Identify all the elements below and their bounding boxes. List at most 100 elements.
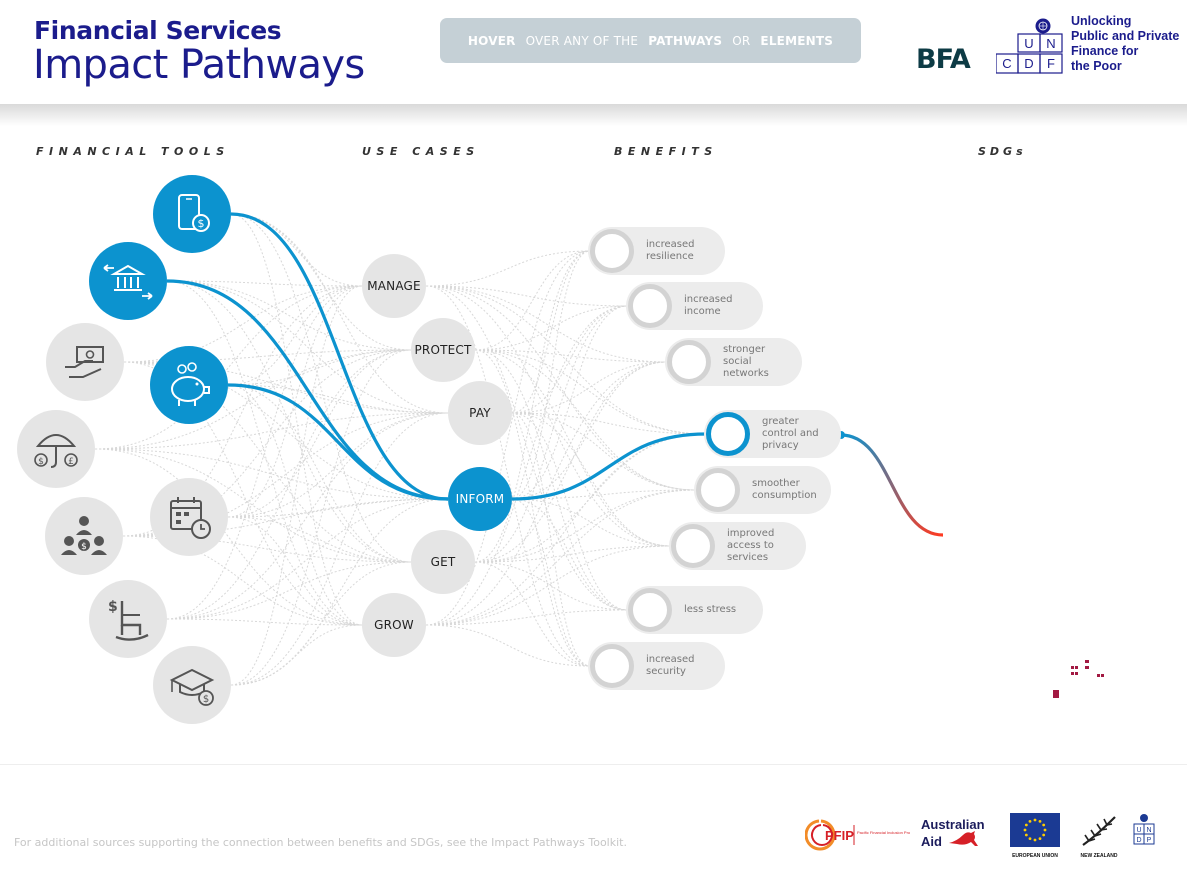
bfa-logo[interactable]: BFA [916, 44, 971, 75]
insurance-umbrella-icon: $ £ [34, 434, 78, 468]
book-icon [1102, 390, 1156, 426]
tool-scheduled-payments[interactable] [150, 478, 228, 556]
sdg-3-good-health[interactable]: 3 GOOD HEALTH AND WELL-BEING [943, 350, 1034, 441]
faint-pathway [511, 250, 591, 414]
use-case-inform[interactable]: INFORM [448, 467, 512, 531]
hint-hover: HOVER [467, 33, 516, 48]
faint-pathway [166, 280, 363, 287]
faint-pathway [425, 250, 591, 626]
benefit-increased-security[interactable]: increased security [588, 642, 725, 690]
benefit-ring [667, 340, 711, 384]
faint-pathway [474, 489, 697, 563]
sdg-5-gender-equality[interactable]: 5 GENDER EQUALITY [943, 483, 1034, 574]
tool-cash-payment[interactable] [46, 323, 124, 401]
use-case-grow[interactable]: GROW [362, 593, 426, 657]
benefit-label: greater control and privacy [762, 416, 819, 452]
faint-pathway [511, 250, 591, 500]
faint-pathway [166, 349, 412, 620]
tool-savings[interactable] [150, 346, 228, 424]
bank-transfer-icon [103, 264, 153, 300]
benefit-label-line: resilience [646, 251, 694, 262]
tool-education-loan[interactable]: $ [153, 646, 231, 724]
uncdf-logo[interactable]: U N C D F [996, 18, 1064, 74]
faint-pathway [474, 561, 591, 667]
page-title-line1: Financial Services [34, 16, 282, 45]
faint-pathway [230, 561, 412, 686]
sdg-11-sustainable-cities[interactable]: 11 SUSTAINABLE CITIES AND COMMUNITIES [1030, 616, 1122, 707]
use-case-pay[interactable]: PAY [448, 381, 512, 445]
faint-pathway [166, 280, 363, 626]
tool-pension[interactable]: $ [89, 580, 167, 658]
faint-pathway [227, 349, 412, 386]
faint-pathway [166, 412, 449, 620]
hint-pathways: PATHWAYS [648, 33, 723, 48]
svg-text:$: $ [108, 599, 118, 615]
faint-pathway [227, 384, 449, 414]
faint-pathway [474, 349, 591, 667]
benefit-label-line: increased [684, 294, 733, 305]
svg-text:N: N [1146, 827, 1151, 834]
faint-pathway [230, 498, 449, 686]
benefit-label-line: increased [646, 654, 695, 665]
faint-pathway [230, 349, 412, 686]
benefit-ring [706, 412, 750, 456]
sdg-2-zero-hunger[interactable]: 2 ZERO HUNGER [1030, 216, 1121, 307]
uncdf-tagline-line: Public and Private [1071, 29, 1180, 43]
svg-text:PFIP: PFIP [825, 828, 854, 843]
calendar-clock-icon [170, 497, 211, 539]
benefit-label-line: greater [762, 416, 799, 427]
faint-pathway [94, 349, 412, 450]
faint-pathway [474, 305, 629, 563]
faint-pathway [474, 349, 668, 363]
sdg-4-quality-education[interactable]: 4 QUALITY EDUCATION [1080, 350, 1171, 441]
european-union-logo[interactable]: EUROPEAN UNION [1010, 813, 1060, 859]
faint-pathway [425, 285, 629, 611]
footer-divider [0, 764, 1187, 765]
tool-group-savings[interactable]: $ [45, 497, 123, 575]
tool-insurance[interactable]: $ £ [17, 410, 95, 488]
undp-logo[interactable]: U N D P [1133, 813, 1155, 855]
tool-mobile-money[interactable]: $ [153, 175, 231, 253]
svg-text:£: £ [68, 457, 74, 467]
bowl-icon [1054, 253, 1098, 290]
sdg-7-clean-energy[interactable]: 7 AFFORDABLE AND CLEAN ENERGY [893, 616, 984, 707]
benefit-greater-control-and-privacy[interactable]: greater control and privacy [704, 410, 841, 458]
tool-bank-transfer[interactable] [89, 242, 167, 320]
new-zealand-logo[interactable]: NEW ZEALAND [1077, 813, 1121, 859]
benefit-less-stress[interactable]: less stress [626, 586, 763, 634]
water-drop-icon [1110, 523, 1142, 563]
use-case-protect[interactable]: PROTECT [411, 318, 475, 382]
hint-elements: ELEMENTS [760, 33, 834, 48]
education-loan-icon: $ [169, 668, 215, 706]
benefit-stronger-social-networks[interactable]: stronger social networks [665, 338, 802, 386]
svg-text:P: P [1147, 837, 1152, 844]
faint-pathway [474, 250, 591, 563]
svg-text:D: D [1024, 56, 1033, 71]
use-case-get[interactable]: GET [411, 530, 475, 594]
benefit-increased-income[interactable]: increased income [626, 282, 763, 330]
use-case-manage[interactable]: MANAGE [362, 254, 426, 318]
benefit-smoother-consumption[interactable]: smoother consumption [694, 466, 831, 514]
faint-pathway [425, 285, 672, 547]
uncdf-tagline-line: Finance for [1071, 44, 1139, 58]
sdg-1-no-poverty[interactable]: 1 NO POVERTY [893, 216, 984, 307]
aus-aid-line2: Aid [921, 834, 942, 849]
benefit-label-line: control and [762, 428, 819, 439]
faint-pathway [122, 412, 449, 537]
faint-pathway [230, 213, 449, 414]
benefit-label-line: social [723, 356, 752, 367]
sdg-number: 3 [951, 356, 967, 381]
faint-pathway [425, 305, 629, 626]
svg-text:$: $ [38, 457, 44, 467]
australian-aid-logo[interactable]: Australian Aid [921, 818, 999, 854]
benefit-improved-access-to-services[interactable]: improved access to services [669, 522, 806, 570]
sdg-6-clean-water[interactable]: 6 CLEAN WATER AND SANITATION [1080, 483, 1171, 574]
faint-pathway [227, 285, 363, 518]
benefit-label-line: security [646, 666, 686, 677]
nz-label: NEW ZEALAND [1080, 853, 1118, 859]
gender-icon [976, 519, 1007, 563]
benefit-label-line: improved [727, 528, 775, 539]
faint-pathway [511, 498, 629, 611]
pfip-logo[interactable]: PFIP Pacific Financial Inclusion Program… [805, 817, 910, 853]
benefit-increased-resilience[interactable]: increased resilience [588, 227, 725, 275]
